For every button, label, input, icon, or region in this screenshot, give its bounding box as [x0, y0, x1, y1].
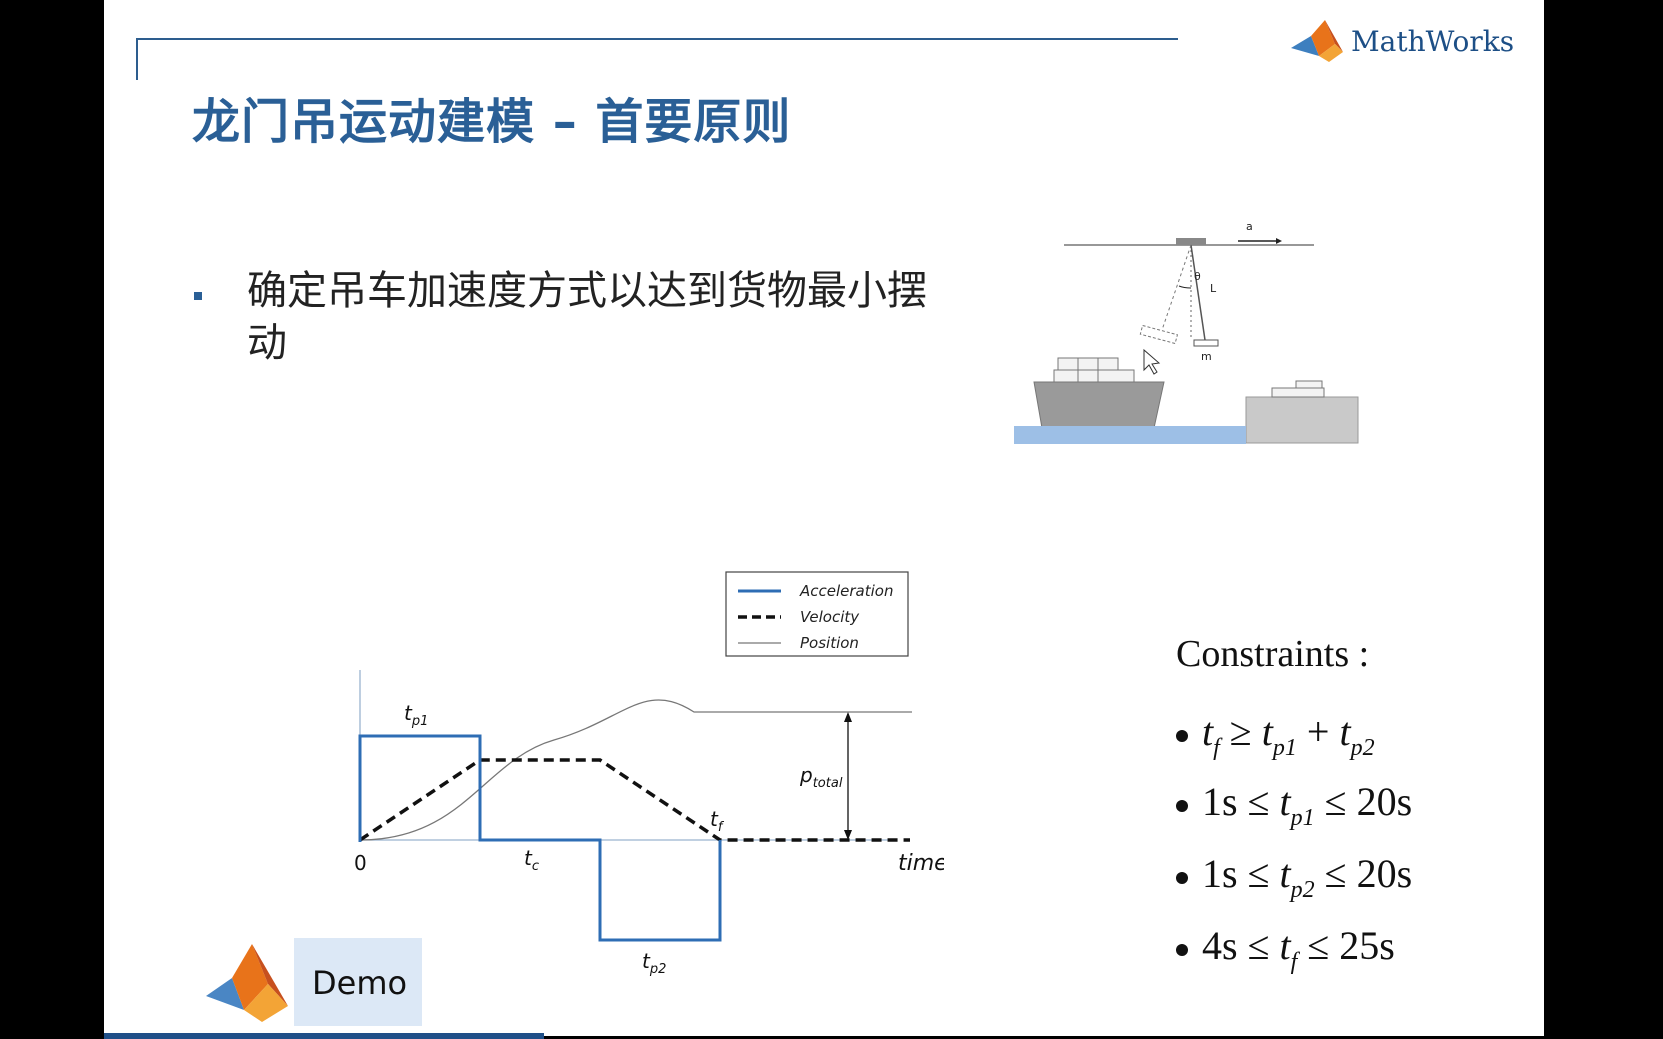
legend-accel-label: Acceleration [799, 582, 893, 600]
mathworks-logo: MathWorks [1289, 16, 1514, 66]
constraints-title: Constraints : [1176, 633, 1370, 675]
ptotal-label: ptotal [799, 763, 843, 791]
ship-hull [1033, 381, 1165, 429]
load-mass [1193, 339, 1219, 347]
header-rule [136, 38, 1178, 40]
ship-cargo-top [1057, 357, 1119, 371]
matlab-logo-icon [206, 944, 288, 1022]
bullet-text: 确定吊车加速度方式以达到货物最小摆动 [247, 268, 927, 366]
ptotal-arrowhead-top [844, 712, 852, 722]
cursor-icon [1143, 348, 1161, 375]
angle-arc [1178, 285, 1192, 289]
header-rule-tick [136, 38, 138, 80]
demo-label: Demo [312, 964, 408, 1002]
dock-cargo-top [1295, 380, 1323, 389]
tp1-label: tp1 [404, 701, 428, 729]
legend-vel-label: Velocity [800, 608, 860, 626]
constraint-row: 1s ≤ tp2 ≤ 20s [1176, 850, 1412, 903]
swing-load [1139, 324, 1179, 345]
legend-pos-label: Position [800, 634, 859, 652]
position-curve [359, 699, 912, 841]
progress-bar [104, 1033, 544, 1039]
length-label: L [1210, 282, 1217, 295]
brand-name: MathWorks [1351, 24, 1515, 58]
bullet-dot [1176, 871, 1188, 884]
bullet-dot [1176, 729, 1188, 742]
demo-button[interactable]: Demo [294, 938, 422, 1026]
bullet-dot [1176, 799, 1188, 812]
crane-diagram: a θ L m [1014, 220, 1359, 444]
accel-label: a [1246, 220, 1253, 233]
angle-label: θ [1194, 270, 1201, 283]
motion-profile-chart: Acceleration Velocity Position tp1 tc tp… [354, 571, 944, 977]
ship-cargo [1053, 369, 1135, 383]
water [1014, 426, 1246, 444]
membrane-icon [1291, 20, 1343, 62]
mass-label: m [1201, 350, 1212, 363]
page-title: 龙门吊运动建模 – 首要原则 [192, 94, 792, 150]
accel-arrowhead [1276, 238, 1282, 244]
origin-label: 0 [354, 851, 367, 875]
bullet-dot [1176, 943, 1188, 956]
bullet-marker [194, 292, 202, 300]
legend-box [725, 571, 909, 657]
ptotal-arrowhead-bottom [844, 830, 852, 840]
tc-label: tc [524, 846, 539, 874]
time-label: time [898, 851, 944, 876]
swing-cable [1161, 244, 1192, 331]
tp2-label: tp2 [642, 949, 666, 977]
constraint-row: 4s ≤ tf ≤ 25s [1176, 922, 1395, 975]
dock-cargo [1271, 387, 1325, 398]
trolley [1176, 238, 1206, 245]
cable [1190, 244, 1206, 341]
velocity-curve [359, 758, 910, 842]
constraint-row: 1s ≤ tp1 ≤ 20s [1176, 778, 1412, 831]
dock [1245, 396, 1359, 444]
tf-label: tf [710, 807, 725, 835]
acceleration-curve [358, 734, 722, 942]
constraint-row: tf ≥ tp1 + tp2 [1176, 708, 1375, 761]
slide: MathWorks 龙门吊运动建模 – 首要原则 确定吊车加速度方式以达到货物最… [104, 0, 1544, 1036]
